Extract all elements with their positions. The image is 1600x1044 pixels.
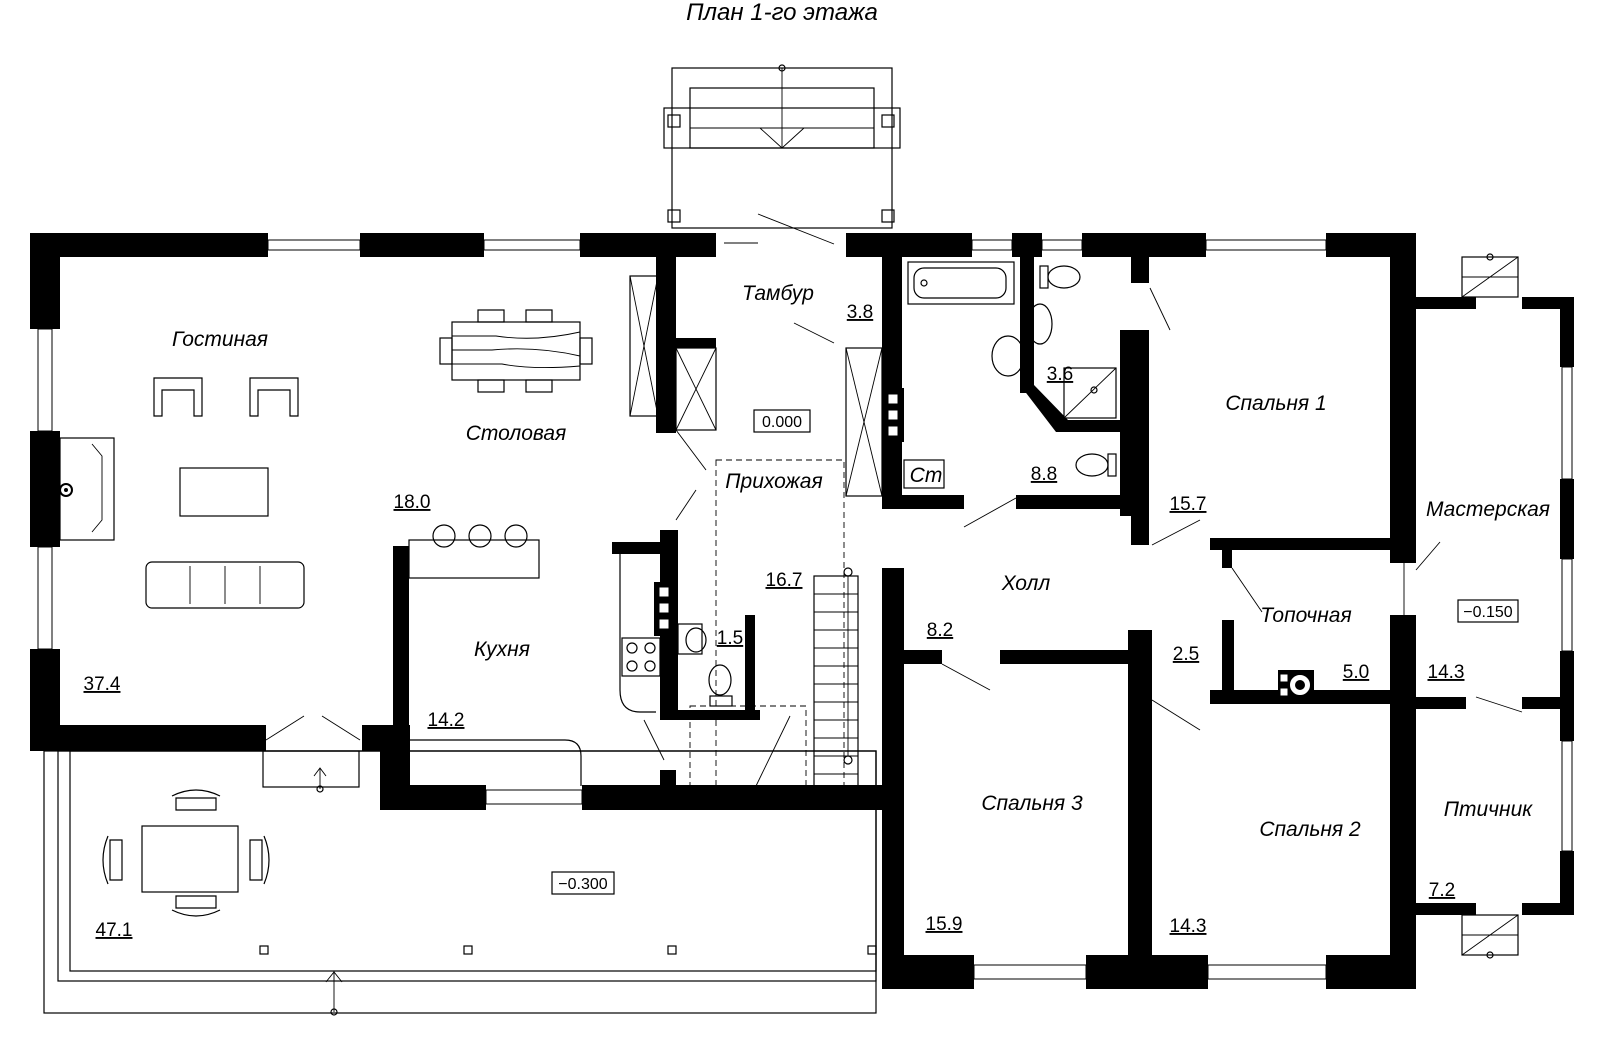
level-marks: 0.000 −0.300 −0.150 — [551, 409, 1519, 895]
room-name-spalnya-2: Спальня 2 — [1259, 818, 1361, 841]
room-name-kukhnya: Кухня — [474, 638, 530, 661]
walls — [30, 233, 1574, 989]
area-tambur: 3.8 — [847, 302, 873, 323]
level-box-terrace — [551, 871, 615, 895]
area-corridor: 8.8 — [1031, 464, 1057, 485]
area-kholl-2: 2.5 — [1173, 644, 1199, 665]
area-kholl: 8.2 — [927, 620, 953, 641]
area-spalnya-1: 15.7 — [1170, 494, 1207, 515]
level-terrace: −0.300 — [558, 876, 607, 893]
room-name-prikhozhaya: Прихожая — [725, 470, 822, 493]
plan-title: План 1-го этажа — [686, 0, 878, 26]
level-main: 0.000 — [762, 414, 802, 431]
room-name-ptichnik: Птичник — [1444, 798, 1533, 821]
area-gostinaya: 37.4 — [84, 674, 121, 695]
terrace — [43, 750, 877, 1016]
room-name-st: Ст — [910, 464, 943, 487]
room-name-stolovaya: Столовая — [466, 422, 567, 445]
level-box-workshop — [1457, 599, 1519, 623]
room-name-topochnaya: Топочная — [1260, 604, 1351, 627]
area-topochnaya: 5.0 — [1343, 662, 1369, 683]
level-box-main — [753, 409, 811, 433]
entrance-porch — [663, 64, 901, 229]
area-terrace: 47.1 — [96, 920, 133, 941]
room-name-spalnya-1: Спальня 1 — [1225, 392, 1326, 415]
area-masterskaya: 14.3 — [1428, 662, 1465, 683]
area-kukhnya: 14.2 — [428, 710, 465, 731]
room-name-tambur: Тамбур — [742, 282, 814, 305]
area-prikhozhaya: 16.7 — [766, 570, 803, 591]
level-workshop: −0.150 — [1463, 604, 1512, 621]
furniture — [59, 213, 1523, 791]
area-sanuzel-small: 1.5 — [717, 628, 743, 649]
area-ptichnik: 7.2 — [1429, 880, 1455, 901]
room-labels: Гостиная Столовая Кухня Тамбур Прихожая … — [172, 282, 1550, 841]
area-spalnya-2: 14.3 — [1170, 916, 1207, 937]
room-name-masterskaya: Мастерская — [1426, 498, 1550, 521]
room-name-kholl: Холл — [1001, 572, 1051, 595]
room-areas: 37.4 18.0 14.2 3.8 16.7 1.5 3.6 8.8 15.7… — [84, 302, 1465, 941]
area-bath: 3.6 — [1047, 364, 1073, 385]
area-spalnya-3: 15.9 — [926, 914, 963, 935]
area-stolovaya: 18.0 — [394, 492, 431, 513]
room-name-spalnya-3: Спальня 3 — [981, 792, 1083, 815]
room-name-gostinaya: Гостиная — [172, 328, 268, 351]
